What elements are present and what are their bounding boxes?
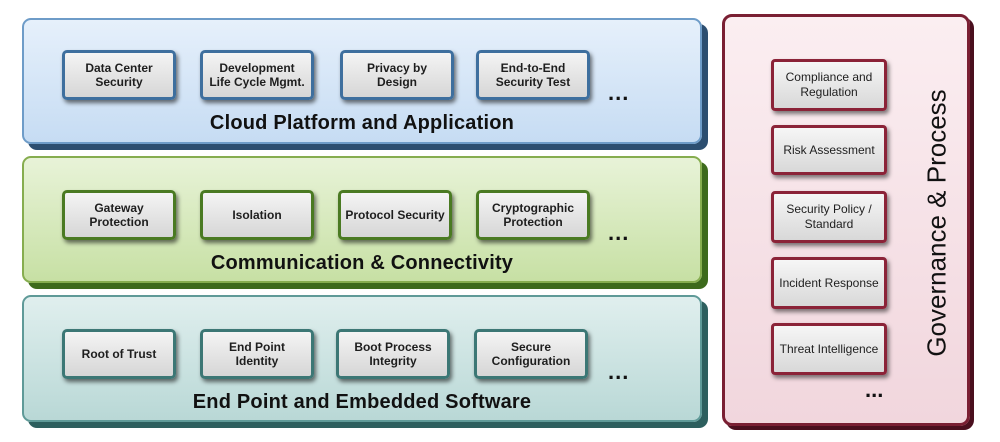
compliance-regulation-box: Compliance and Regulation [771, 59, 887, 111]
governance-title: Governance & Process [921, 89, 952, 357]
communication-layer: Gateway Protection Isolation Protocol Se… [22, 156, 702, 283]
comm-layer-title: Communication & Connectivity [210, 252, 514, 274]
endpoint-layer-title: End Point and Embedded Software [192, 391, 532, 413]
threat-intelligence-box: Threat Intelligence [771, 323, 887, 375]
privacy-by-design-box: Privacy by Design [340, 50, 454, 100]
cloud-more-ellipsis: ... [608, 80, 630, 105]
protocol-security-box: Protocol Security [338, 190, 452, 240]
end-point-identity-box: End Point Identity [200, 329, 314, 379]
risk-assessment-box: Risk Assessment [771, 125, 887, 175]
data-center-security-box: Data Center Security [62, 50, 176, 100]
incident-response-box: Incident Response [771, 257, 887, 309]
cloud-layer-title: Cloud Platform and Application [209, 112, 515, 134]
governance-panel: Compliance and Regulation Risk Assessmen… [722, 14, 970, 426]
comm-more-ellipsis: ... [608, 220, 630, 245]
boot-process-integrity-box: Boot Process Integrity [336, 329, 450, 379]
security-policy-box: Security Policy / Standard [771, 191, 887, 243]
end-to-end-security-test-box: End-to-End Security Test [476, 50, 590, 100]
isolation-box: Isolation [200, 190, 314, 240]
governance-more-ellipsis: ... [865, 377, 884, 402]
root-of-trust-box: Root of Trust [62, 329, 176, 379]
gateway-protection-box: Gateway Protection [62, 190, 176, 240]
endpoint-more-ellipsis: ... [608, 359, 630, 384]
endpoint-layer: Root of Trust End Point Identity Boot Pr… [22, 295, 702, 422]
development-life-cycle-box: Development Life Cycle Mgmt. [200, 50, 314, 100]
cryptographic-protection-box: Cryptographic Protection [476, 190, 590, 240]
cloud-platform-layer: Data Center Security Development Life Cy… [22, 18, 702, 144]
secure-configuration-box: Secure Configuration [474, 329, 588, 379]
